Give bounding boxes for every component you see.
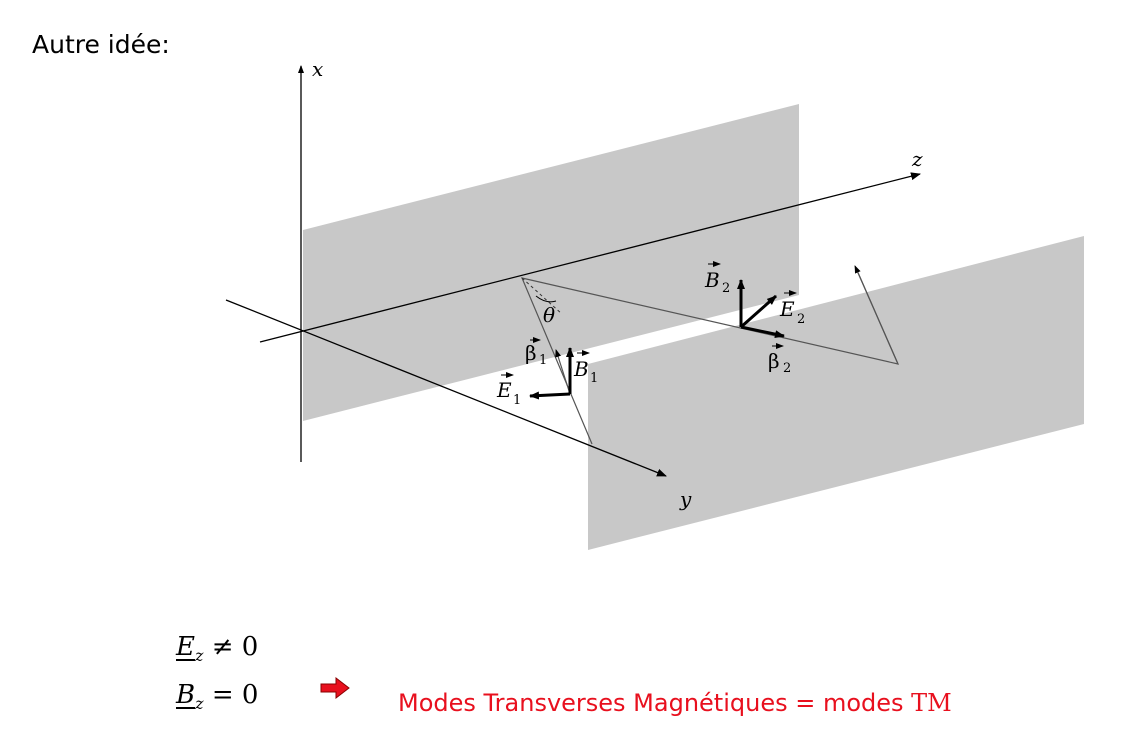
z-axis-label: z [911, 147, 923, 171]
svg-text:2: 2 [797, 312, 805, 327]
label-B2: B 2 [704, 261, 730, 296]
beta1-arrow [555, 349, 571, 395]
svg-text:β: β [768, 349, 780, 373]
label-beta1: β 1 [525, 337, 547, 368]
svg-text:E: E [496, 378, 512, 402]
upper-conducting-plate [303, 104, 799, 421]
svg-text:2: 2 [783, 361, 791, 376]
z-axis [259, 172, 921, 343]
y-axis-label: y [679, 487, 692, 511]
y-axis [225, 299, 667, 477]
E2-arrow [740, 294, 777, 329]
label-E2: E 2 [779, 290, 805, 327]
label-B1: B 1 [573, 350, 598, 386]
svg-text:B: B [573, 357, 589, 381]
svg-text:β: β [525, 341, 537, 365]
conclusion-text: Modes Transverses Magnétiques = modes TM [398, 689, 952, 717]
label-E1: E 1 [496, 372, 521, 408]
beta2-arrow [740, 325, 785, 339]
theta-label: θ [543, 303, 555, 327]
svg-text:1: 1 [513, 393, 521, 408]
svg-text:2: 2 [722, 281, 730, 296]
lower-conducting-plate [588, 236, 1084, 550]
ray-tip [854, 265, 899, 365]
right-arrow-icon [320, 676, 350, 700]
svg-text:1: 1 [539, 353, 547, 368]
svg-text:E: E [779, 297, 795, 321]
label-beta2: β 2 [768, 343, 791, 376]
svg-text:B: B [704, 268, 720, 292]
E1-arrow [529, 391, 571, 400]
normal-dashed-line [521, 277, 563, 315]
angle-arc [535, 295, 557, 303]
slide-heading: Autre idée: [32, 30, 170, 59]
formula-bz: Bz = 0 [176, 680, 259, 713]
x-axis-label: x [312, 57, 323, 81]
formula-ez: Ez ≠ 0 [176, 632, 259, 665]
svg-text:1: 1 [590, 371, 598, 386]
